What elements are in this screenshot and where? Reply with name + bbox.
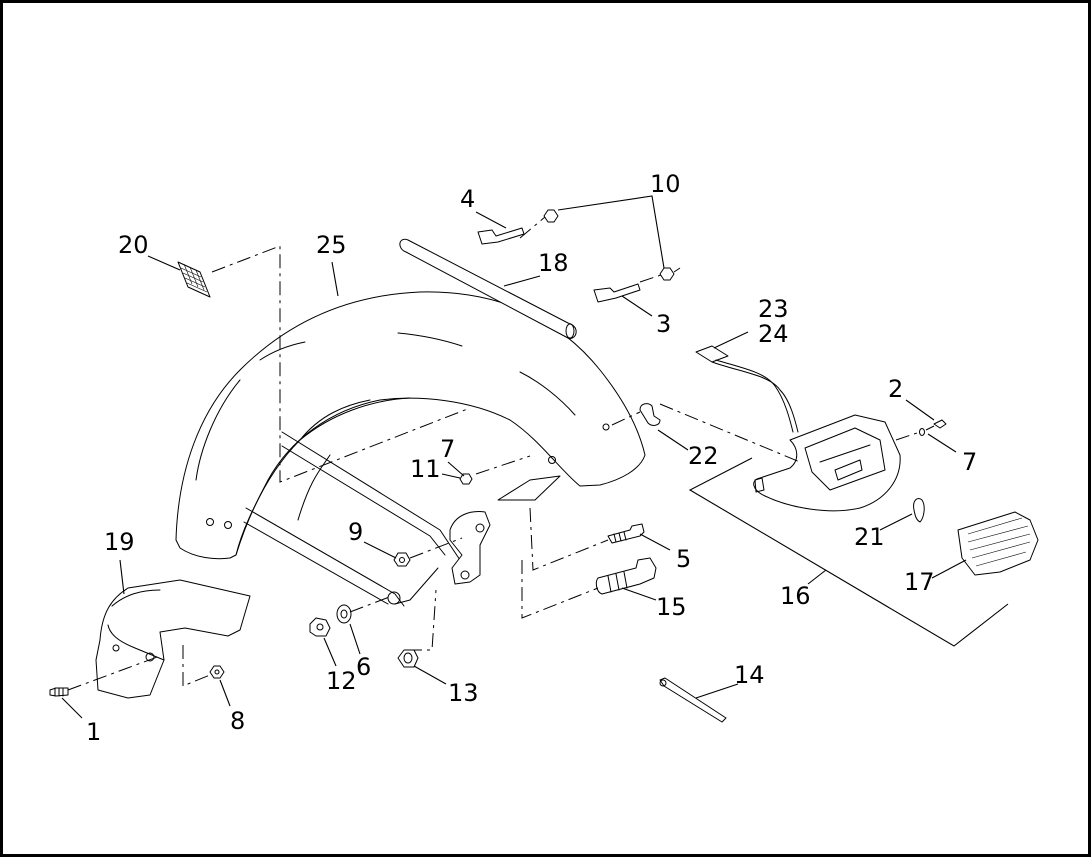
washer-6: [336, 604, 352, 624]
callout-4: 4: [460, 185, 475, 213]
lamp-housing-16: [753, 414, 901, 512]
callout-1: 1: [86, 718, 101, 746]
callout-17: 17: [904, 568, 935, 596]
bolt-5: [607, 523, 645, 544]
callout-3: 3: [656, 310, 671, 338]
nut-9: [393, 552, 411, 567]
callout-10: 10: [650, 170, 681, 198]
screw-1: [49, 687, 69, 697]
wire-connector-23-24: [695, 345, 799, 433]
bolt-4: [477, 227, 525, 245]
clamp-22: [639, 403, 661, 426]
callout-7-fender: 7: [440, 435, 455, 463]
callout-16: 16: [780, 582, 811, 610]
callout-13: 13: [448, 679, 479, 707]
callout-9: 9: [348, 518, 363, 546]
nut-8: [209, 665, 225, 679]
callout-22: 22: [688, 442, 719, 470]
callout-25: 25: [316, 231, 347, 259]
callout-15: 15: [656, 593, 687, 621]
assembly-dash-lines: [67, 216, 935, 691]
callout-8: 8: [230, 707, 245, 735]
callout-18: 18: [538, 249, 569, 277]
nut-11: [459, 473, 473, 485]
callout-5: 5: [676, 545, 691, 573]
leader-lines: [61, 195, 1009, 719]
side-bracket: [95, 579, 251, 699]
callout-19: 19: [104, 528, 135, 556]
fender-support-rails: [243, 431, 561, 607]
reflector: [177, 261, 211, 298]
bolt-15: [595, 557, 657, 595]
nut-13: [397, 649, 419, 668]
callout-23: 23: [758, 295, 789, 323]
cable-tie-14: [659, 677, 727, 723]
callout-labels: 1 2 3 4 5 6 7 7 8 9 10 11 12 13 14 15 16…: [86, 170, 977, 746]
callout-21: 21: [854, 523, 885, 551]
nuts-10: [543, 209, 675, 281]
lens-17: [957, 511, 1039, 576]
callout-14: 14: [734, 661, 765, 689]
callout-11: 11: [410, 455, 441, 483]
callout-6: 6: [356, 653, 371, 681]
bolt-3: [593, 283, 641, 303]
washer-7: [919, 428, 925, 436]
callout-24: 24: [758, 320, 789, 348]
callout-2: 2: [888, 375, 903, 403]
rear-fender: [175, 291, 646, 560]
bulb-21: [913, 497, 925, 523]
callout-20: 20: [118, 231, 149, 259]
callout-12: 12: [326, 667, 357, 695]
screw-2: [933, 419, 947, 429]
castle-nut-12: [309, 617, 331, 637]
callout-7-lamp: 7: [962, 448, 977, 476]
fender-rail-strip: [399, 238, 577, 339]
